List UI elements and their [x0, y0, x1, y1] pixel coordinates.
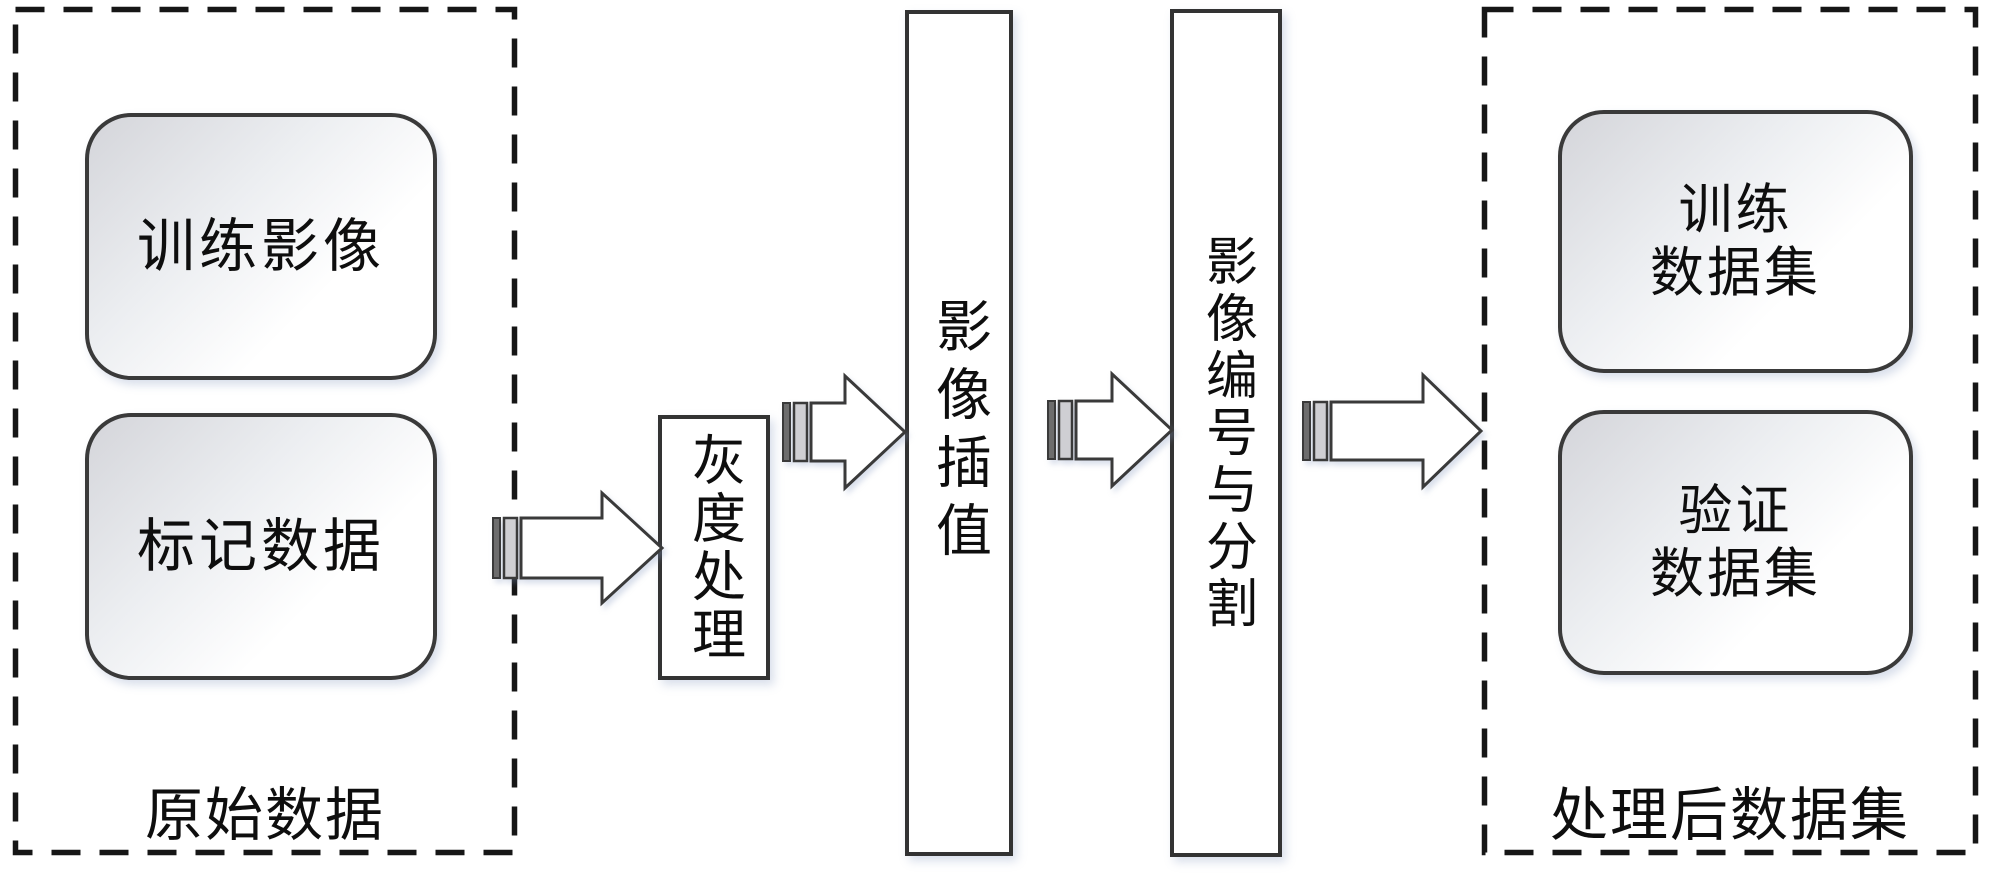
- raw-data-group-label: 原始数据: [144, 783, 385, 848]
- node-training-dataset-label: 训练 数据集: [1650, 179, 1821, 303]
- node-training-images: 训练影像: [85, 113, 437, 380]
- node-grayscale-processing-label: 灰度处理: [683, 431, 744, 664]
- striped-right-arrow-icon-4: [1302, 371, 1484, 491]
- striped-right-arrow-icon-3: [1047, 370, 1175, 490]
- node-image-interpolation-label: 影像插值: [927, 297, 990, 569]
- node-validation-dataset-label: 验证 数据集: [1650, 480, 1821, 604]
- processed-dataset-group-label: 处理后数据集: [1549, 783, 1910, 848]
- node-validation-dataset: 验证 数据集: [1558, 410, 1913, 675]
- node-training-dataset: 训练 数据集: [1558, 110, 1913, 373]
- node-image-numbering-segmentation: 影像编号与分割: [1170, 9, 1282, 857]
- node-image-interpolation: 影像插值: [905, 10, 1013, 856]
- node-labeled-data-label: 标记数据: [136, 513, 385, 579]
- node-labeled-data: 标记数据: [85, 413, 437, 680]
- striped-right-arrow-icon-2: [782, 372, 908, 492]
- striped-right-arrow-icon-1: [492, 489, 665, 607]
- node-training-images-label: 训练影像: [136, 213, 385, 279]
- node-grayscale-processing: 灰度处理: [658, 415, 770, 680]
- node-image-numbering-segmentation-label: 影像编号与分割: [1197, 233, 1255, 633]
